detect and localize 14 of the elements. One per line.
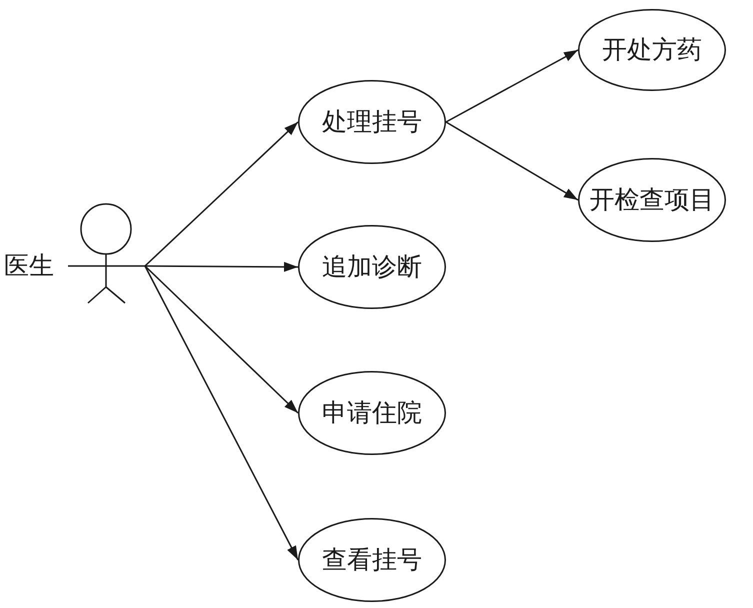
arrow: [446, 49, 578, 123]
use-case-ellipse: 开检查项目: [578, 158, 726, 242]
arrow: [145, 262, 298, 272]
use-case-ellipse: 开处方药: [578, 9, 726, 91]
arrow: [144, 265, 299, 414]
use-case-ellipse: 查看挂号: [298, 518, 446, 602]
arrow: [144, 121, 299, 267]
arrow: [446, 121, 578, 201]
stick-figure: [66, 202, 148, 306]
use-case-ellipse: 追加诊断: [298, 225, 446, 309]
arrow: [144, 266, 299, 560]
use-case-ellipse: 处理挂号: [298, 80, 446, 164]
use-case-ellipse: 申请住院: [298, 371, 446, 455]
actor-name: 医生: [4, 251, 54, 281]
